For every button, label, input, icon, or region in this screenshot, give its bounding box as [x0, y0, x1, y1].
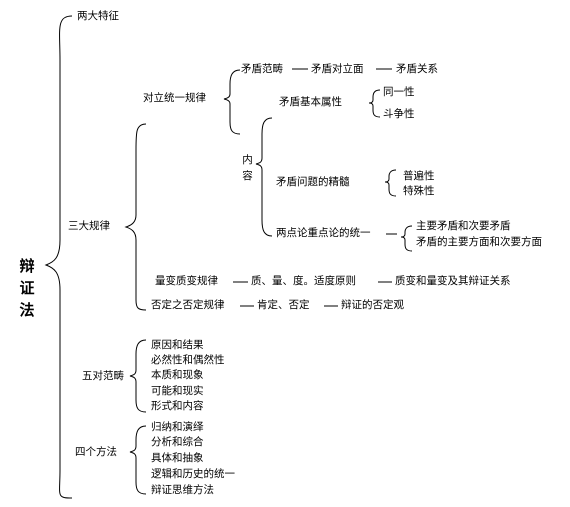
node-three-laws: 三大规律	[68, 220, 110, 232]
node-dialectical-negation: 辩证的否定观	[341, 299, 404, 311]
node-negation-law: 否定之否定规律	[151, 299, 225, 311]
five-categories-bracket	[129, 339, 147, 413]
basic-attr-bracket	[368, 89, 381, 118]
method-item: 辩证思维方法	[151, 484, 214, 496]
three-laws-bracket	[124, 123, 147, 311]
essence-bracket	[384, 169, 397, 197]
node-opposite: 矛盾对立面	[311, 63, 364, 75]
node-affirm-negate: 肯定、否定	[257, 299, 310, 311]
two-point-item: 矛盾的主要方面和次要方面	[416, 236, 542, 248]
node-basic-attr: 矛盾基本属性	[279, 96, 342, 108]
node-two-point: 两点论重点论的统一	[276, 227, 371, 239]
node-relation: 矛盾关系	[396, 63, 438, 75]
node-quality-law: 量变质变规律	[155, 275, 218, 287]
basic-attr-item: 斗争性	[383, 108, 415, 120]
node-contradiction-category: 矛盾范畴	[241, 63, 283, 75]
two-point-bracket	[400, 225, 413, 252]
category-item: 本质和现象	[151, 369, 204, 381]
node-two-features: 两大特征	[77, 10, 119, 22]
node-unity-law: 对立统一规律	[143, 92, 206, 104]
node-five-categories: 五对范畴	[82, 370, 124, 382]
category-item: 原因和结果	[151, 339, 204, 351]
category-item: 可能和现实	[151, 385, 204, 397]
root-bracket	[44, 15, 73, 499]
node-four-methods: 四个方法	[75, 446, 117, 458]
node-essence: 矛盾问题的精髓	[276, 176, 350, 188]
category-item: 形式和内容	[151, 400, 204, 412]
essence-item: 普遍性	[403, 170, 435, 182]
unity-law-bracket	[223, 69, 241, 135]
two-point-item: 主要矛盾和次要矛盾	[416, 220, 511, 232]
node-content: 内容	[242, 154, 253, 182]
content-bracket	[255, 117, 273, 237]
four-methods-bracket	[129, 425, 147, 495]
method-item: 逻辑和历史的统一	[151, 468, 235, 480]
node-quality-relation: 质变和量变及其辩证关系	[395, 275, 511, 287]
root-title: 辩证法	[19, 257, 35, 319]
method-item: 分析和综合	[151, 436, 204, 448]
node-quality-degree: 质、量、度。适度原则	[251, 275, 356, 287]
category-item: 必然性和偶然性	[151, 354, 225, 366]
method-item: 具体和抽象	[151, 452, 204, 464]
essence-item: 特殊性	[403, 185, 435, 197]
method-item: 归纳和演绎	[151, 421, 204, 433]
basic-attr-item: 同一性	[383, 86, 415, 98]
